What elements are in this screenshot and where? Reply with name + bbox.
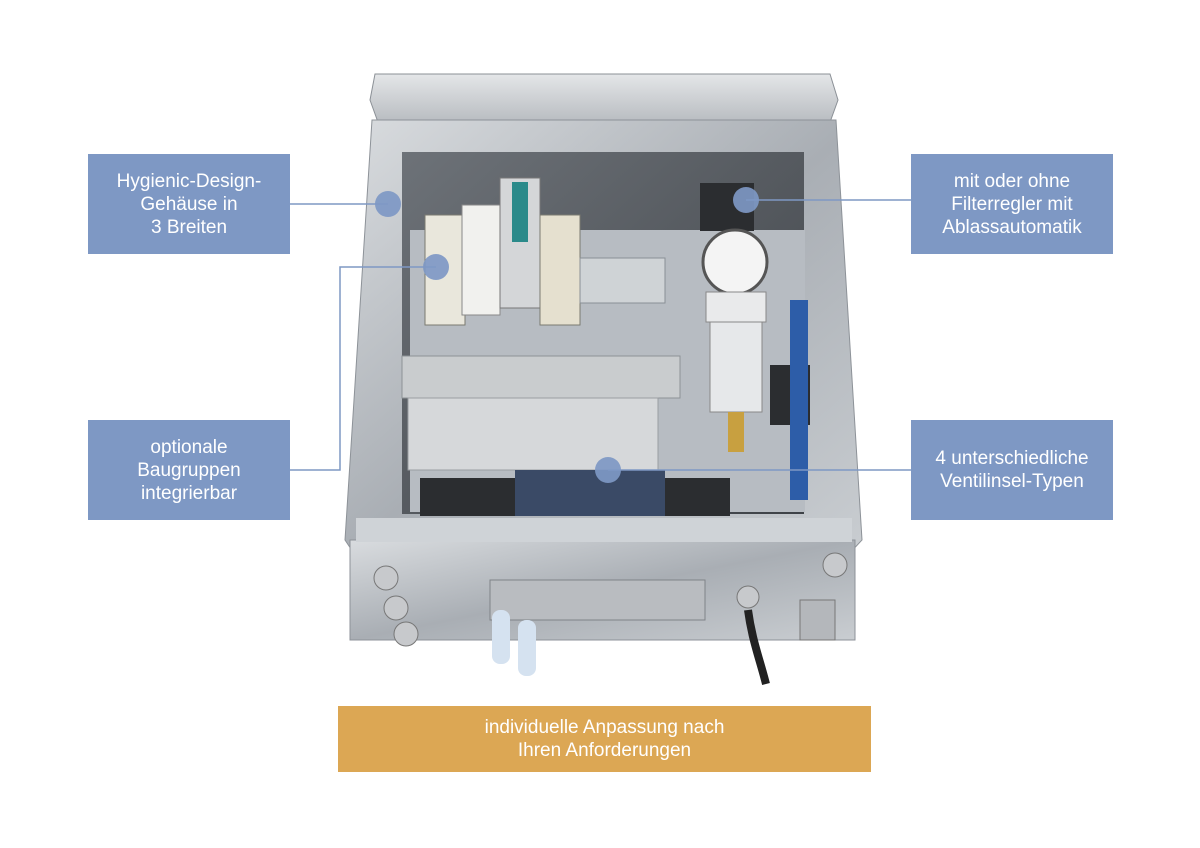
marker-dot-valves bbox=[595, 457, 621, 483]
cable-glands bbox=[373, 552, 848, 685]
marker-dot-housing bbox=[375, 191, 401, 217]
terminal-blocks bbox=[424, 177, 666, 326]
callout-valves: 4 unterschiedliche Ventilinsel-Typen bbox=[911, 420, 1113, 520]
marker-dot-filter bbox=[733, 187, 759, 213]
marker-dot-modules bbox=[423, 254, 449, 280]
callout-filter: mit oder ohne Filterregler mit Ablassaut… bbox=[911, 154, 1113, 254]
leader-line-modules bbox=[290, 266, 436, 471]
valve-island bbox=[420, 470, 730, 516]
customization-banner: individuelle Anpassung nach Ihren Anford… bbox=[338, 706, 871, 772]
cable-duct bbox=[401, 355, 681, 471]
callout-modules: optionale Baugruppen integrierbar bbox=[88, 420, 290, 520]
callout-housing: Hygienic-Design- Gehäuse in 3 Breiten bbox=[88, 154, 290, 254]
